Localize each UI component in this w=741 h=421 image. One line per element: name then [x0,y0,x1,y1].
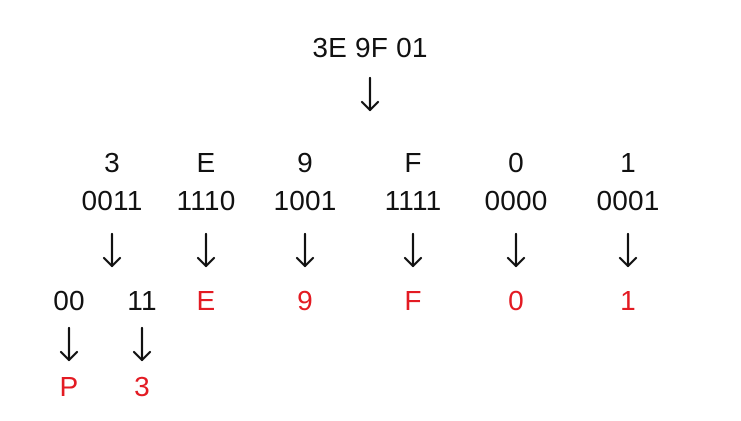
final-result-digit: 3 [134,371,150,402]
hex-digit-3: 9 [297,147,313,178]
down-arrow-icon [506,232,526,268]
result-digit-4: 0 [508,285,524,316]
binary-group-6: 0001 [596,185,660,216]
result-digit-1: E [196,285,216,316]
hex-digit-5: 0 [508,147,524,178]
down-arrow-icon [403,232,423,268]
result-digit-3: F [404,285,422,316]
hex-digit-6: 1 [620,147,636,178]
binary-group-5: 0000 [484,185,548,216]
hex-digit-2: E [196,147,216,178]
down-arrow-icon [295,232,315,268]
down-arrow-icon [196,232,216,268]
split-high-bits: 00 [53,285,85,316]
result-digit-5: 1 [620,285,636,316]
binary-group-3: 1001 [273,185,337,216]
result-digit-2: 9 [297,285,313,316]
final-result-letter: P [59,371,79,402]
binary-group-1: 0011 [81,185,143,216]
binary-group-2: 1110 [176,185,236,216]
down-arrow-icon [59,326,79,362]
input-hex-value: 3E 9F 01 [312,32,428,63]
split-low-bits: 11 [127,285,157,316]
hex-digit-1: 3 [104,147,120,178]
binary-group-4: 1111 [384,185,442,216]
down-arrow-icon [360,76,380,112]
hex-digit-4: F [404,147,422,178]
down-arrow-icon [618,232,638,268]
down-arrow-icon [132,326,152,362]
down-arrow-icon [102,232,122,268]
